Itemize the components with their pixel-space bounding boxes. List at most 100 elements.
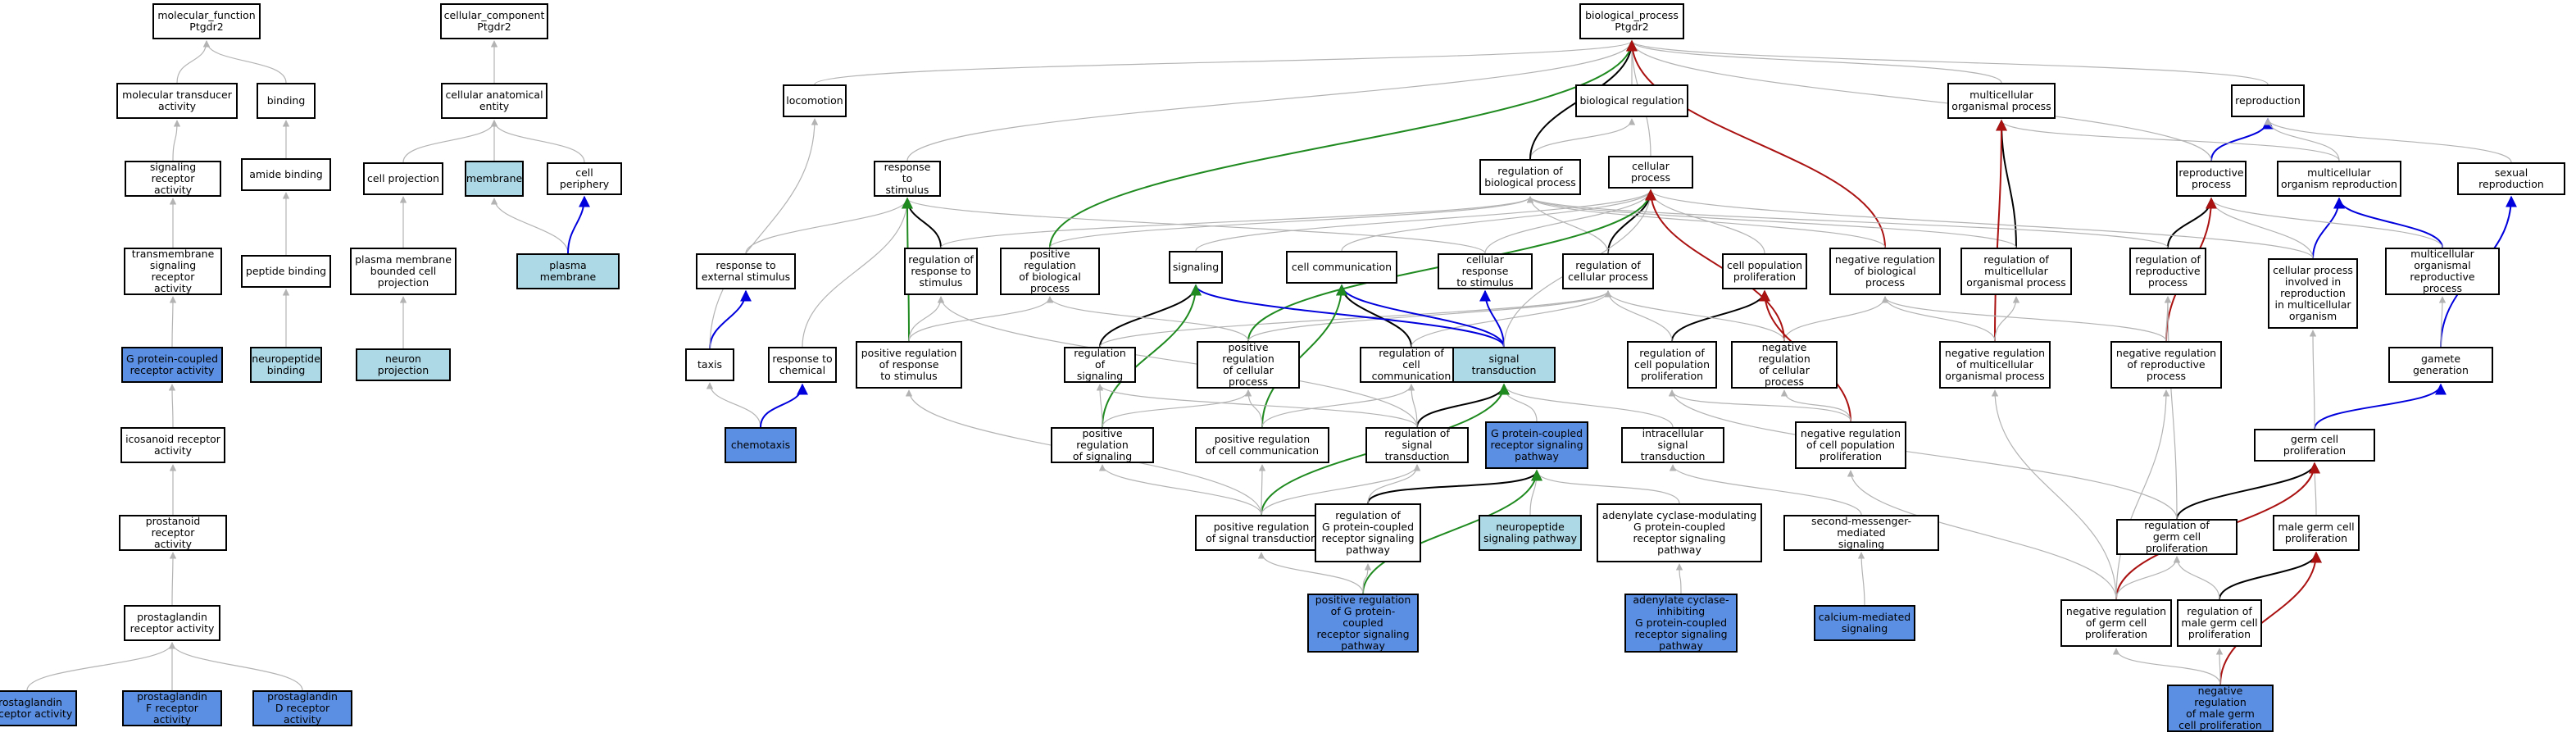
go-term-node-loco: locomotion — [783, 84, 847, 117]
go-term-node-st: signal transduction — [1452, 347, 1556, 383]
edge-prcc-to-ccomm — [1261, 284, 1347, 428]
go-term-node-rgpcr: regulation of G protein-coupled receptor… — [1315, 503, 1421, 562]
edge-nrmgcp-to-rmgcp — [2215, 648, 2224, 685]
go-term-node-ist: intracellular signal transduction — [1621, 427, 1724, 463]
go-term-node-pgf: prostaglandin F receptor activity — [122, 690, 222, 726]
edge-crs-to-rts — [903, 198, 1486, 254]
edge-ist-to-st — [1500, 384, 1674, 428]
go-term-node-rproc: reproductive process — [2176, 161, 2247, 197]
edge-st-to-crs — [1479, 289, 1505, 348]
go-term-node-rmgcp: regulation of male germ cell proliferati… — [2177, 599, 2262, 647]
go-term-node-nrgcp: negative regulation of germ cell prolife… — [2060, 599, 2172, 647]
go-term-node-bp: biological_process Ptgdr2 — [1579, 3, 1684, 39]
edge-cpimo-to-cp — [1647, 189, 2314, 259]
edge-acm-to-gpcrsp — [1533, 470, 1680, 504]
go-term-node-rcpp: regulation of cell population proliferat… — [1627, 341, 1717, 389]
edge-rgcp-to-rrp — [2164, 296, 2178, 520]
go-term-node-mf: molecular_function Ptgdr2 — [152, 3, 261, 39]
go-term-node-rts: response to stimulus — [874, 161, 941, 197]
edge-nrmgcp-to-nrgcp — [2112, 648, 2221, 685]
edge-nrmop-to-nrbp — [1881, 296, 1996, 342]
edge-pgj-to-pgra — [26, 642, 176, 691]
edge-rcc-to-rcp — [1411, 290, 1612, 348]
edge-rmgcp-to-rgcp — [2173, 556, 2220, 600]
edge-cproj-to-cae — [402, 120, 498, 163]
edge-rmgcp-to-mgcp — [2219, 551, 2322, 600]
edge-rcpp-to-cpp — [1671, 289, 1770, 342]
edge-ccomm-to-cp — [1341, 189, 1655, 252]
go-term-node-membrane: membrane — [465, 161, 524, 197]
edge-rcpp-to-rcp — [1604, 290, 1673, 342]
edge-loco-to-bp — [814, 40, 1635, 85]
go-term-node-aci: adenylate cyclase-inhibiting G protein-c… — [1624, 594, 1738, 653]
edge-rst-to-rcc — [1407, 384, 1418, 428]
go-term-node-gpcra: G protein-coupled receptor activity — [121, 347, 223, 383]
edge-st-to-ccomm — [1336, 284, 1505, 348]
go-term-node-prrs: positive regulation of response to stimu… — [856, 341, 962, 389]
edge-nrgcp-to-nrmop — [1991, 389, 2117, 600]
edge-rgpcr-to-rst — [1367, 464, 1421, 504]
edge-rgcp-to-gcp — [2176, 462, 2320, 520]
edge-rts-to-bp — [906, 40, 1636, 162]
edge-prcc-to-prcp — [1244, 389, 1263, 428]
edge-chemo-to-taxis — [706, 382, 761, 428]
edge-prst-to-prcc — [1258, 464, 1266, 516]
go-term-node-cc: cellular_component Ptgdr2 — [440, 3, 548, 39]
edge-binding-to-mf — [202, 40, 287, 84]
go-term-node-pgj: prostaglandin J receptor activity — [0, 690, 77, 726]
edge-psig-to-rsig — [1096, 384, 1104, 428]
edge-rchem-to-rts — [802, 198, 911, 348]
go-term-node-gcp: germ cell proliferation — [2254, 429, 2375, 462]
go-term-node-taxis: taxis — [685, 348, 734, 381]
go-term-node-cpimo: cellular process involved in reproductio… — [2268, 258, 2358, 329]
go-term-node-mgcp: male germ cell proliferation — [2273, 515, 2360, 551]
edge-crs-to-cp — [1484, 189, 1655, 254]
go-term-node-cperiph: cell periphery — [547, 162, 622, 195]
go-term-node-rbp: regulation of biological process — [1479, 159, 1581, 195]
edge-rst-to-rrs — [937, 296, 1418, 428]
go-term-node-cproj: cell projection — [363, 162, 443, 195]
go-term-node-signaling: signaling — [1169, 251, 1223, 284]
go-term-node-npsp: neuropeptide signaling pathway — [1479, 515, 1582, 551]
edge-morep-to-mop — [1997, 120, 2340, 162]
go-term-node-nrbp: negative regulation of biological proces… — [1829, 248, 1941, 295]
edge-mgcp-to-gcp — [2310, 462, 2319, 516]
go-term-node-rchem: response to chemical — [768, 347, 837, 383]
edge-sexrep-to-repro — [2264, 118, 2512, 163]
edge-pm-to-cperiph — [567, 195, 590, 254]
edge-prcc-to-rcc — [1261, 384, 1415, 428]
edge-nrmgcp-to-mgcp — [2219, 551, 2322, 685]
edge-rbp-to-breg — [1529, 118, 1636, 160]
edge-smms-to-ist — [1669, 464, 1862, 516]
go-term-node-sra: signaling receptor activity — [125, 161, 221, 197]
edge-nrcp-to-nrbp — [1783, 296, 1889, 342]
edge-sra-to-mta — [172, 120, 181, 162]
go-term-node-pepb: peptide binding — [241, 255, 331, 288]
go-term-node-nrcpp: negative regulation of cell population p… — [1795, 421, 1906, 469]
edge-prbp-to-rbp — [1049, 196, 1534, 248]
edge-nrcp-to-cp — [1645, 189, 1785, 342]
edge-nrcpp-to-nrcp — [1780, 389, 1851, 422]
edge-rproc-to-repro — [2210, 117, 2274, 162]
go-term-node-morep: multicellular organism reproduction — [2277, 161, 2401, 197]
go-term-node-rmop: regulation of multicellular organismal p… — [1960, 248, 2072, 295]
edge-taxis-to-res — [709, 289, 752, 349]
go-term-node-rst: regulation of signal transduction — [1365, 427, 1469, 463]
go-term-node-rrs: regulation of response to stimulus — [904, 248, 978, 295]
go-term-node-amide: amide binding — [241, 158, 331, 191]
edge-rsig-to-rcp — [1099, 290, 1612, 348]
go-term-node-mta: molecular transducer activity — [116, 83, 238, 119]
edge-rrs-to-rbp — [940, 196, 1534, 248]
edge-nrbp-to-rbp — [1526, 196, 1886, 248]
go-term-node-res: response to external stimulus — [696, 253, 796, 289]
edge-pgpcr-to-prst — [1257, 552, 1364, 594]
edge-rmop-to-rbp — [1526, 196, 2017, 248]
go-term-node-pgd: prostaglandin D receptor activity — [252, 690, 352, 726]
edge-signaling-to-cp — [1195, 189, 1655, 252]
go-term-node-nrrp: negative regulation of reproductive proc… — [2110, 341, 2222, 389]
go-term-node-rsig: regulation of signaling — [1064, 347, 1136, 383]
edge-cperiph-to-cae — [490, 120, 585, 163]
go-term-node-breg: biological regulation — [1575, 84, 1688, 117]
edge-icos-to-gpcra — [168, 384, 176, 428]
